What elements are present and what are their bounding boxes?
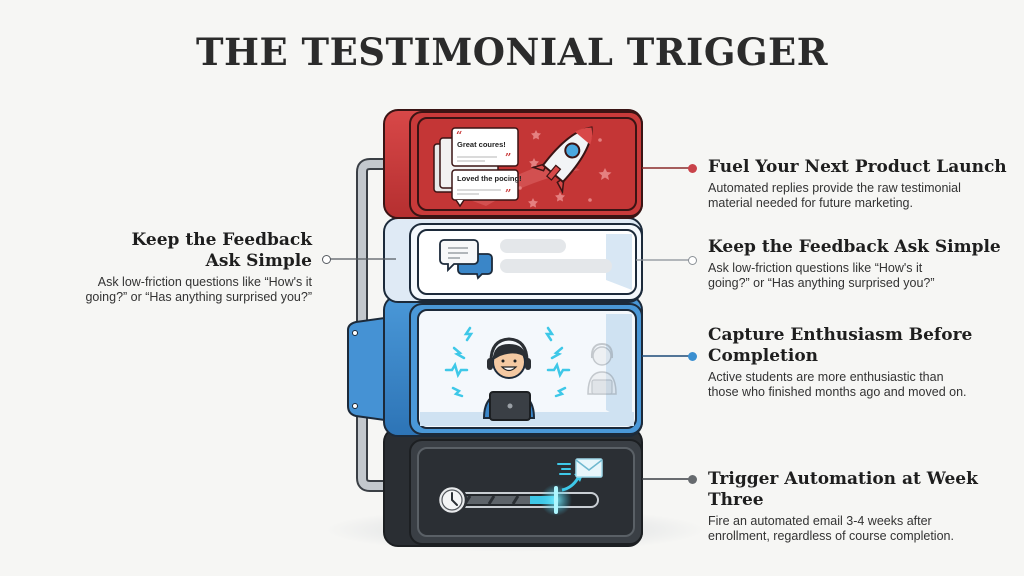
- testimonial-bubble-2: Loved the pocing!: [457, 174, 522, 183]
- callout-heading: Keep the Feedback Ask Simple: [12, 230, 312, 272]
- testimonial-bubbles: “ ” ”: [433, 127, 519, 208]
- body-line-1: Fire an automated email 3-4 weeks after: [708, 514, 932, 528]
- left-callout-feedback: Keep the Feedback Ask Simple Ask low-fri…: [12, 230, 312, 305]
- clock-icon: [436, 484, 468, 516]
- body-line-1: Ask low-friction questions like “How's i…: [97, 275, 312, 289]
- callout-enthusiasm: Capture Enthusiasm Before Completion Act…: [708, 325, 1008, 400]
- heading-line-1: Capture Enthusiasm Before: [708, 325, 973, 345]
- star-icon: [518, 130, 612, 208]
- svg-text:”: ”: [505, 151, 511, 164]
- heading-line-2: Ask Simple: [205, 251, 312, 271]
- rocket-icon: [530, 126, 593, 195]
- faded-user-icon: [587, 342, 617, 395]
- laptop-icon: [489, 391, 531, 421]
- callout-feedback-ask: Keep the Feedback Ask Simple Ask low-fri…: [708, 237, 1008, 291]
- callout-automation: Trigger Automation at Week Three Fire an…: [708, 469, 1018, 544]
- callout-heading: Keep the Feedback Ask Simple: [708, 237, 1001, 257]
- arrow-up-icon: [561, 477, 580, 492]
- envelope-icon: [557, 458, 603, 478]
- body-line-2: material needed for future marketing.: [708, 196, 913, 210]
- connector-dot-launch: [688, 164, 697, 173]
- body-line-1: Automated replies provide the raw testim…: [708, 181, 961, 195]
- feedback-module: [383, 217, 643, 303]
- quote-icon: “: [456, 129, 462, 142]
- callout-heading: Trigger Automation at Week Three: [708, 469, 978, 510]
- body-line-1: Ask low-friction questions like “How's i…: [708, 261, 923, 275]
- heading-line-2: Completion: [708, 346, 819, 366]
- callout-heading: Fuel Your Next Product Launch: [708, 157, 1007, 177]
- body-line-2: those who finished months ago and moved …: [708, 385, 967, 399]
- callout-body: Ask low-friction questions like “How's i…: [12, 275, 312, 305]
- body-line-2: going?” or “Has anything surprised you?”: [85, 290, 312, 304]
- body-line-2: enrollment, regardless of course complet…: [708, 529, 954, 543]
- callout-body: Fire an automated email 3-4 weeks after …: [708, 514, 1018, 544]
- product-launch-module: “ ” ”: [383, 109, 643, 219]
- testimonial-bubble-1: Great coures!: [457, 140, 506, 149]
- enthusiasm-module: [347, 295, 643, 437]
- body-line-1: Active students are more enthusiastic th…: [708, 370, 944, 384]
- svg-text:”: ”: [505, 187, 511, 200]
- connector-dot-feedback: [688, 256, 697, 265]
- callout-product-launch: Fuel Your Next Product Launch Automated …: [708, 157, 1008, 211]
- chat-bubbles-icon: [439, 239, 493, 280]
- callout-body: Ask low-friction questions like “How's i…: [708, 261, 1008, 291]
- lightning-icon: [444, 326, 571, 398]
- body-line-2: going?” or “Has anything surprised you?”: [708, 276, 935, 290]
- callout-body: Active students are more enthusiastic th…: [708, 370, 1008, 400]
- automation-module: [383, 427, 643, 547]
- connector-lines: [330, 167, 692, 480]
- page-title: THE TESTIMONIAL TRIGGER: [195, 30, 829, 74]
- callout-heading: Capture Enthusiasm Before Completion: [708, 325, 1008, 367]
- heading-line-1: Keep the Feedback: [131, 230, 312, 250]
- callout-body: Automated replies provide the raw testim…: [708, 181, 1008, 211]
- connector-dot-automation: [688, 475, 697, 484]
- left-connector-dot: [322, 255, 331, 264]
- connector-dot-enthusiasm: [688, 352, 697, 361]
